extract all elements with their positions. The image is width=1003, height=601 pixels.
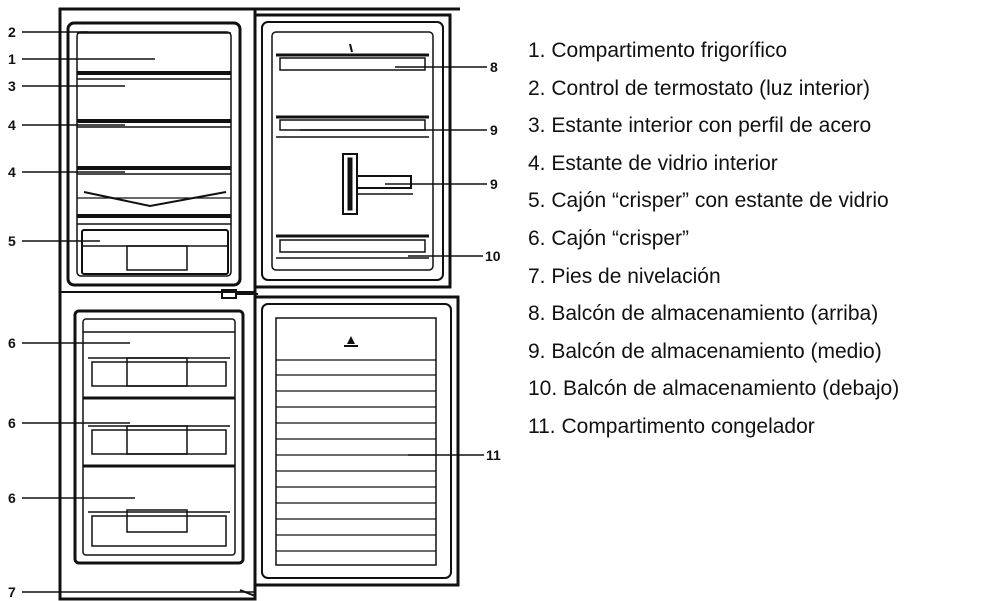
parts-legend: 1. Compartimento frigorífico 2. Control …: [528, 32, 899, 446]
callout-1: 1: [8, 51, 16, 67]
callout-11: 11: [486, 447, 501, 463]
callout-4-bottom: 4: [8, 164, 16, 180]
legend-item-11: 11. Compartimento congelador: [528, 414, 815, 438]
callout-9-bottom: 9: [490, 176, 498, 192]
callout-2: 2: [8, 24, 16, 40]
upper-door: [253, 13, 452, 289]
fridge-compartment: [66, 21, 242, 287]
callout-7: 7: [8, 584, 16, 600]
legend-item-2: 2. Control de termostato (luz interior): [528, 76, 870, 100]
callout-4-top: 4: [8, 117, 16, 133]
callout-6-middle: 6: [8, 415, 16, 431]
callout-9-top: 9: [490, 122, 498, 138]
legend-item-10: 10. Balcón de almacenamiento (debajo): [528, 377, 900, 401]
callout-5: 5: [8, 233, 16, 249]
callout-6-top: 6: [8, 335, 16, 351]
legend-item-1: 1. Compartimento frigorífico: [528, 39, 788, 62]
crisper-drawers: [73, 309, 245, 565]
legend-item-8: 8. Balcón de almacenamiento (arriba): [528, 302, 879, 326]
callout-8: 8: [490, 59, 498, 75]
legend-item-5: 5. Cajón “crisper” con estante de vidrio: [528, 189, 889, 213]
callout-6-bottom: 6: [8, 490, 16, 506]
fridge-illustration: 2 1 3 4 4 5 6 6 6 7 8 9 9 10 11: [8, 7, 501, 601]
legend-item-6: 6. Cajón “crisper”: [528, 226, 690, 250]
legend-item-9: 9. Balcón de almacenamiento (medio): [528, 339, 882, 363]
legend-item-4: 4. Estante de vidrio interior: [528, 151, 778, 175]
leveling-foot: [239, 589, 256, 597]
callout-3: 3: [8, 78, 16, 94]
callout-10: 10: [485, 248, 501, 264]
freezer-door: [253, 295, 460, 587]
leader-lines-left: [22, 31, 255, 593]
leader-lines-right: [300, 66, 487, 456]
legend-item-3: 3. Estante interior con perfil de acero: [528, 114, 872, 138]
legend-item-7: 7. Pies de nivelación: [528, 264, 721, 288]
